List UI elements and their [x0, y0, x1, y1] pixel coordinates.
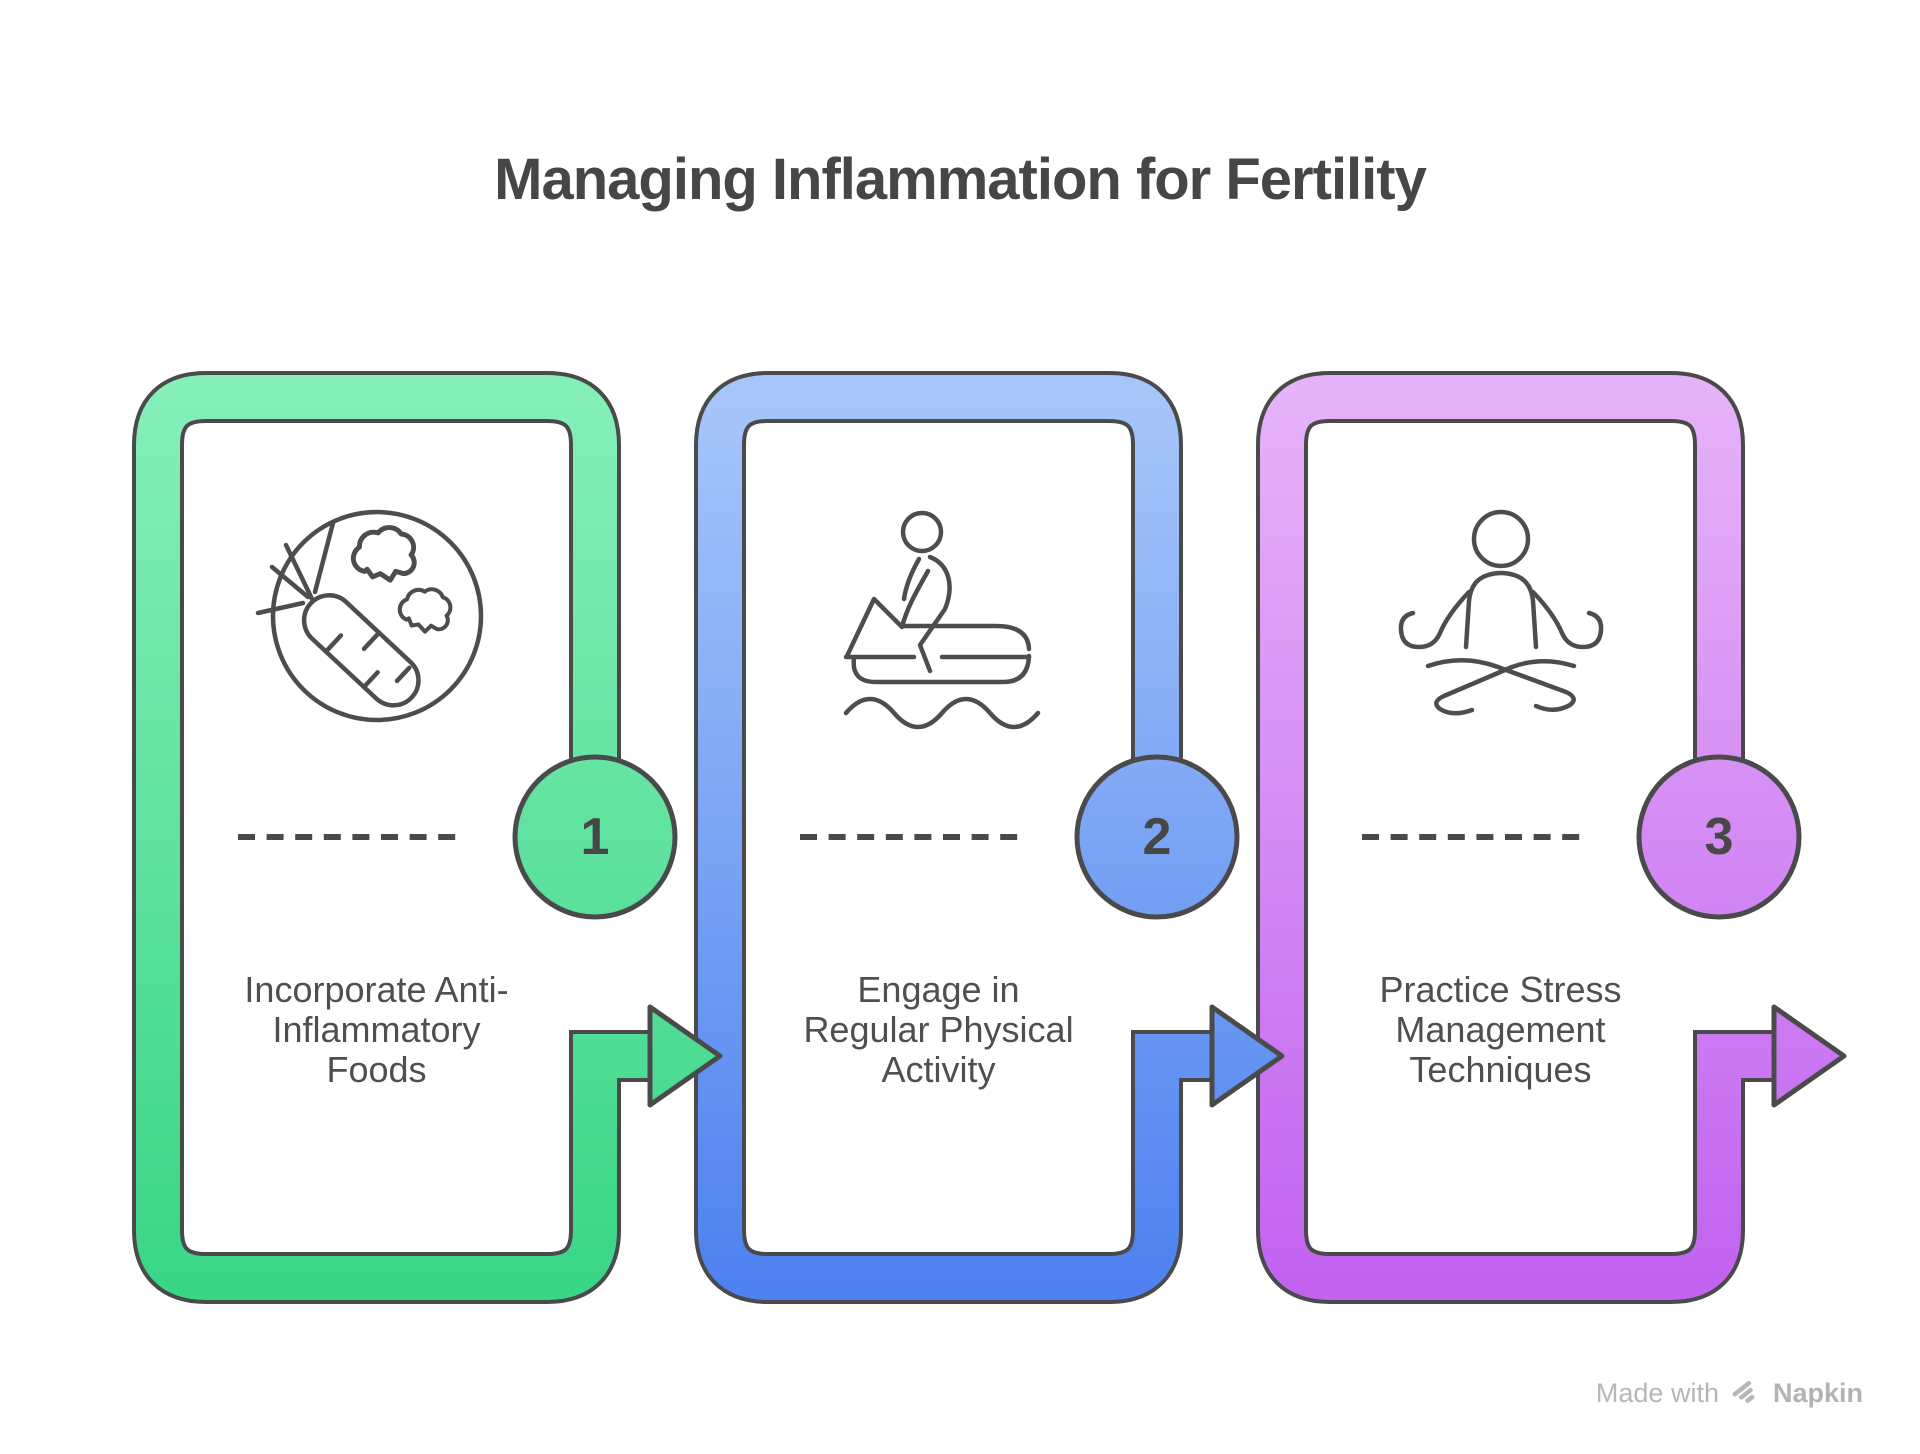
step-2-ribbon: [694, 371, 1285, 1304]
step-label: Engage in Regular Physical Activity: [803, 969, 1074, 1090]
card-border-band: [1260, 375, 1780, 1300]
napkin-logo-icon: [1732, 1380, 1755, 1403]
arrow-right-icon: [1771, 1004, 1847, 1108]
brand-text: Napkin: [1772, 1377, 1863, 1408]
step-label: Practice Stress Management Techniques: [1379, 969, 1622, 1090]
card-border-band: [136, 375, 656, 1300]
anti-inflammatory-foods-icon: [255, 509, 484, 723]
watermark: Made with Napkin: [1596, 1372, 1863, 1414]
meditating-person-icon: [1398, 509, 1604, 716]
step-number: 3: [1704, 808, 1734, 866]
step-label: Incorporate Anti- Inflammatory Foods: [244, 969, 509, 1090]
step-number-circle: [1636, 754, 1802, 920]
step-number-circle: [1074, 754, 1240, 920]
step-card-2: 2 Engage in Regular Physical Activity: [694, 371, 1318, 1304]
jet-ski-rider-icon: [843, 510, 1041, 730]
step-number: 1: [580, 808, 610, 866]
step-3-ribbon: [1256, 371, 1847, 1304]
arrow-right-icon: [1209, 1004, 1285, 1108]
step-number: 2: [1142, 808, 1172, 866]
step-number-circle: [512, 754, 678, 920]
made-with-text: Made with: [1595, 1377, 1719, 1408]
step-card-3: 3 Practice Stress Management Techniques: [1256, 371, 1880, 1304]
page-title: Managing Inflammation for Fertility: [494, 147, 1427, 212]
step-1-ribbon: [132, 371, 723, 1304]
step-card-1: 1 Incorporate Anti- Inflammatory Foods: [132, 371, 756, 1304]
arrow-right-icon: [647, 1004, 723, 1108]
card-border-band: [698, 375, 1218, 1300]
